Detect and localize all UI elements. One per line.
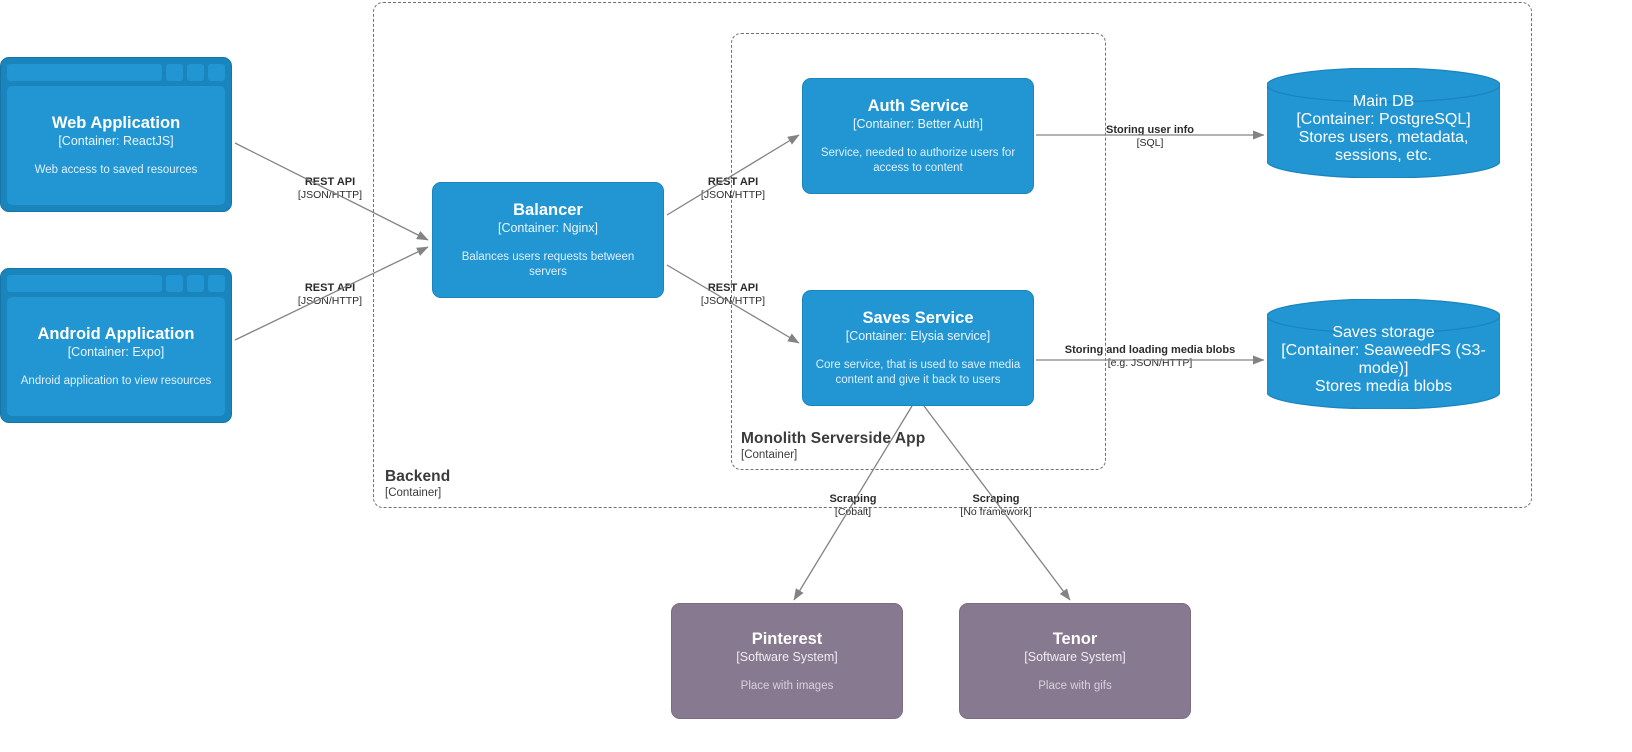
node-saves-service-title: Saves Service	[862, 309, 974, 327]
edge-android-to-balancer	[234, 246, 429, 341]
node-auth-service-title: Auth Service	[867, 97, 969, 115]
browser-button-1-icon	[166, 64, 183, 81]
edge-saves-to-tenor	[923, 405, 1071, 601]
node-auth-service-desc: Service, needed to authorize users for a…	[820, 147, 1016, 174]
boundary-backend	[373, 2, 1532, 508]
node-web-application[interactable]: Web Application [Container: ReactJS] Web…	[0, 57, 232, 212]
browser-button-1-icon	[166, 275, 183, 292]
browser-button-2-icon	[187, 64, 204, 81]
node-saves-storage-title: Saves storage	[1332, 324, 1435, 341]
browser-button-2-icon	[187, 275, 204, 292]
browser-chrome	[7, 64, 225, 81]
node-web-application-body: Web Application [Container: ReactJS] Web…	[7, 86, 225, 205]
node-web-application-title: Web Application	[51, 114, 181, 132]
node-saves-storage-desc: Stores media blobs	[1315, 378, 1452, 395]
node-tenor-title: Tenor	[1052, 629, 1098, 648]
browser-chrome	[7, 275, 225, 292]
node-android-application[interactable]: Android Application [Container: Expo] An…	[0, 268, 232, 423]
node-saves-service-desc: Core service, that is used to save media…	[815, 359, 1021, 386]
node-tenor-tech: [Software System]	[1024, 649, 1126, 664]
boundary-backend-name: Backend	[385, 468, 451, 485]
edge-web-to-balancer	[234, 142, 429, 241]
node-android-application-title: Android Application	[37, 325, 195, 343]
node-android-application-body: Android Application [Container: Expo] An…	[7, 297, 225, 416]
browser-address-bar	[7, 275, 162, 292]
node-balancer-tech: [Container: Nginx]	[497, 221, 599, 235]
node-main-db[interactable]: Main DB [Container: PostgreSQL] Stores u…	[1267, 68, 1500, 178]
browser-button-3-icon	[208, 275, 225, 292]
node-web-application-tech: [Container: ReactJS]	[58, 134, 174, 148]
node-saves-service[interactable]: Saves Service [Container: Elysia service…	[802, 290, 1034, 406]
boundary-monolith-name: Monolith Serverside App	[741, 430, 926, 447]
boundary-monolith-label: Monolith Serverside App [Container]	[741, 430, 925, 463]
node-auth-service[interactable]: Auth Service [Container: Better Auth] Se…	[802, 78, 1034, 194]
node-main-db-title: Main DB	[1352, 93, 1415, 110]
node-saves-service-tech: [Container: Elysia service]	[845, 329, 991, 343]
node-saves-storage-text: Saves storage [Container: SeaweedFS (S3-…	[1267, 299, 1500, 409]
boundary-monolith-tech: [Container]	[741, 449, 798, 461]
browser-address-bar	[7, 64, 162, 81]
node-android-application-tech: [Container: Expo]	[67, 345, 165, 359]
node-balancer[interactable]: Balancer [Container: Nginx] Balances use…	[432, 182, 664, 298]
cylinder-shape-icon	[1267, 299, 1500, 409]
node-main-db-desc: Stores users, metadata, sessions, etc.	[1298, 129, 1469, 164]
node-tenor[interactable]: Tenor [Software System] Place with gifs	[959, 603, 1191, 719]
boundary-backend-tech: [Container]	[385, 487, 442, 499]
node-pinterest[interactable]: Pinterest [Software System] Place with i…	[671, 603, 903, 719]
node-balancer-desc: Balances users requests between servers	[461, 251, 635, 278]
node-android-application-desc: Android application to view resources	[20, 375, 212, 387]
browser-button-3-icon	[208, 64, 225, 81]
node-web-application-desc: Web access to saved resources	[34, 164, 198, 176]
edge-balancer-to-saves	[666, 264, 800, 344]
node-pinterest-desc: Place with images	[740, 679, 834, 692]
node-saves-storage[interactable]: Saves storage [Container: SeaweedFS (S3-…	[1267, 299, 1500, 409]
cylinder-shape-icon	[1267, 68, 1500, 178]
node-saves-storage-tech: [Container: SeaweedFS (S3-mode)]	[1281, 342, 1486, 377]
edge-saves-to-pinterest	[793, 405, 913, 601]
boundary-monolith	[731, 33, 1106, 470]
node-main-db-text: Main DB [Container: PostgreSQL] Stores u…	[1267, 68, 1500, 178]
node-balancer-title: Balancer	[513, 201, 583, 219]
node-auth-service-tech: [Container: Better Auth]	[853, 117, 983, 131]
node-pinterest-tech: [Software System]	[736, 649, 838, 664]
node-tenor-desc: Place with gifs	[1038, 679, 1112, 692]
node-pinterest-title: Pinterest	[751, 629, 823, 648]
edge-balancer-to-auth	[666, 134, 800, 216]
node-main-db-tech: [Container: PostgreSQL]	[1296, 111, 1471, 128]
boundary-backend-label: Backend [Container]	[385, 468, 450, 501]
